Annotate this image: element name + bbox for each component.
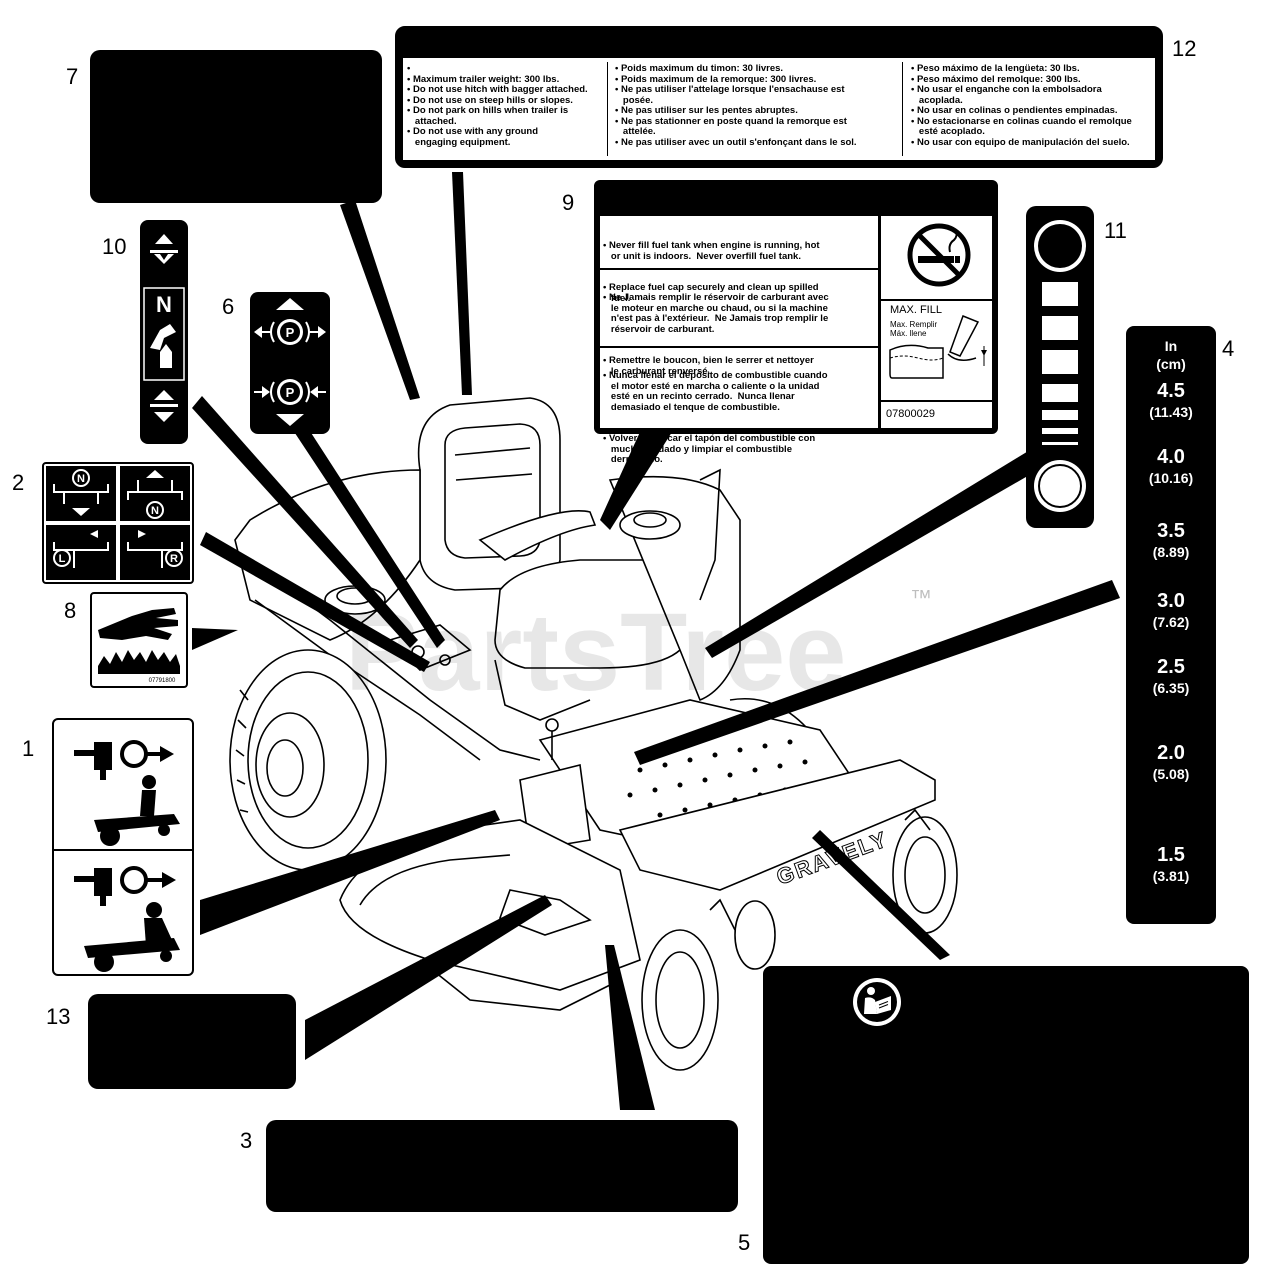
decal-6-parking-brake: P P xyxy=(250,292,330,434)
svg-text:N: N xyxy=(156,292,172,317)
callout-4: 4 xyxy=(1222,336,1235,361)
svg-text:R: R xyxy=(170,553,178,565)
svg-text:P: P xyxy=(286,385,295,400)
callout-5: 5 xyxy=(738,1230,751,1255)
max-fill-french: Max. Remplir xyxy=(890,320,938,329)
control-strip-icons: N xyxy=(143,234,185,422)
decal-7-blank xyxy=(90,50,382,203)
svg-text:L: L xyxy=(59,553,66,565)
scale-mark-cm: (11.43) xyxy=(1149,404,1193,420)
scale-mark-cm: (6.35) xyxy=(1152,680,1190,696)
fuel-level-icon xyxy=(1034,220,1086,512)
decal-12-english: • • Maximum trailer weight: 300 lbs. • D… xyxy=(407,63,588,148)
decal-8-code: 07791800 xyxy=(149,678,176,684)
callout-11: 11 xyxy=(1104,218,1127,243)
scale-mark-cm: (8.89) xyxy=(1152,544,1190,560)
callout-6: 6 xyxy=(222,294,235,319)
decal-13-blank xyxy=(88,994,296,1089)
max-fill-label: MAX. FILL xyxy=(890,304,942,316)
callout-9: 9 xyxy=(562,190,575,215)
scale-unit-cm: (cm) xyxy=(1156,356,1186,372)
decal-3-blank xyxy=(266,1120,738,1212)
svg-text:N: N xyxy=(151,505,159,517)
fuel-gauge-icon xyxy=(889,315,987,379)
fuel-text-english: • Never fill fuel tank when engine is ru… xyxy=(603,240,820,304)
no-smoking-icon xyxy=(907,223,971,287)
decal-8-hand-hazard: 07791800 xyxy=(90,592,188,688)
leader-wedges xyxy=(192,172,1120,1110)
scale-mark-cm: (3.81) xyxy=(1152,868,1190,884)
decal-11-fuel-level xyxy=(1026,206,1094,528)
decal-10-control-strip: N xyxy=(140,220,188,444)
decal-12-spanish: • Peso máximo de la lengüeta: 30 lbs. • … xyxy=(911,63,1132,148)
parking-brake-icon: P P xyxy=(254,298,326,426)
motion-control-icons: N N L R xyxy=(46,466,190,580)
hand-hazard-icon: 07791800 xyxy=(98,608,180,684)
trademark: ™ xyxy=(910,585,932,610)
callout-3: 3 xyxy=(240,1128,253,1153)
max-fill-spanish: Máx. llene xyxy=(890,329,927,338)
scale-mark-in: 4.0 xyxy=(1157,446,1185,468)
scale-mark-in: 4.5 xyxy=(1157,380,1185,402)
decal-12-hitch-warning: • • Maximum trailer weight: 300 lbs. • D… xyxy=(395,26,1163,168)
mower-drawing xyxy=(229,397,958,1071)
callout-12: 12 xyxy=(1172,36,1197,61)
svg-text:P: P xyxy=(286,325,295,340)
decal-2-motion-controls: N N L R xyxy=(42,462,194,584)
svg-text:N: N xyxy=(77,473,85,485)
decal-12-french: • Poids maximum du timon: 30 livres. • P… xyxy=(615,63,857,148)
fuel-text-spanish: • Nunca llenar el depósito de combustibl… xyxy=(603,370,828,465)
callout-13: 13 xyxy=(46,1004,71,1029)
callout-8: 8 xyxy=(64,598,77,623)
scale-mark-cm: (10.16) xyxy=(1148,470,1194,486)
scale-mark-in: 3.5 xyxy=(1157,520,1185,542)
scale-mark-cm: (5.08) xyxy=(1152,766,1190,782)
scale-mark-in: 3.0 xyxy=(1157,590,1185,612)
hitch-icon xyxy=(74,740,174,780)
decal-5 xyxy=(763,966,1249,1264)
scale-mark-in: 1.5 xyxy=(1157,844,1185,866)
watermark: PartsTree xyxy=(345,591,846,714)
operator-manual-icon xyxy=(853,978,901,1026)
scale-mark-in: 2.5 xyxy=(1157,656,1185,678)
callout-1: 1 xyxy=(22,736,35,761)
hitch-operator-icons xyxy=(54,740,192,972)
decal-12-body xyxy=(403,58,1155,160)
callout-10: 10 xyxy=(102,234,127,259)
scale-mark-in: 2.0 xyxy=(1157,742,1185,764)
scale-unit-in: In xyxy=(1164,338,1178,354)
scale-mark-cm: (7.62) xyxy=(1152,614,1190,630)
fuel-decal-part-number: 07800029 xyxy=(886,408,935,420)
callout-7: 7 xyxy=(66,64,79,89)
decal-9-fuel-warning: • Never fill fuel tank when engine is ru… xyxy=(594,180,998,465)
decal-1-hitch-operator xyxy=(52,718,194,976)
fuel-text-french: • Ne Jamais remplir le réservoir de carb… xyxy=(603,292,829,377)
decal-4-height-scale: In (cm) 4.5 (11.43) 4.0 (10.16) 3.5 (8.8… xyxy=(1126,326,1216,924)
callout-2: 2 xyxy=(12,470,25,495)
